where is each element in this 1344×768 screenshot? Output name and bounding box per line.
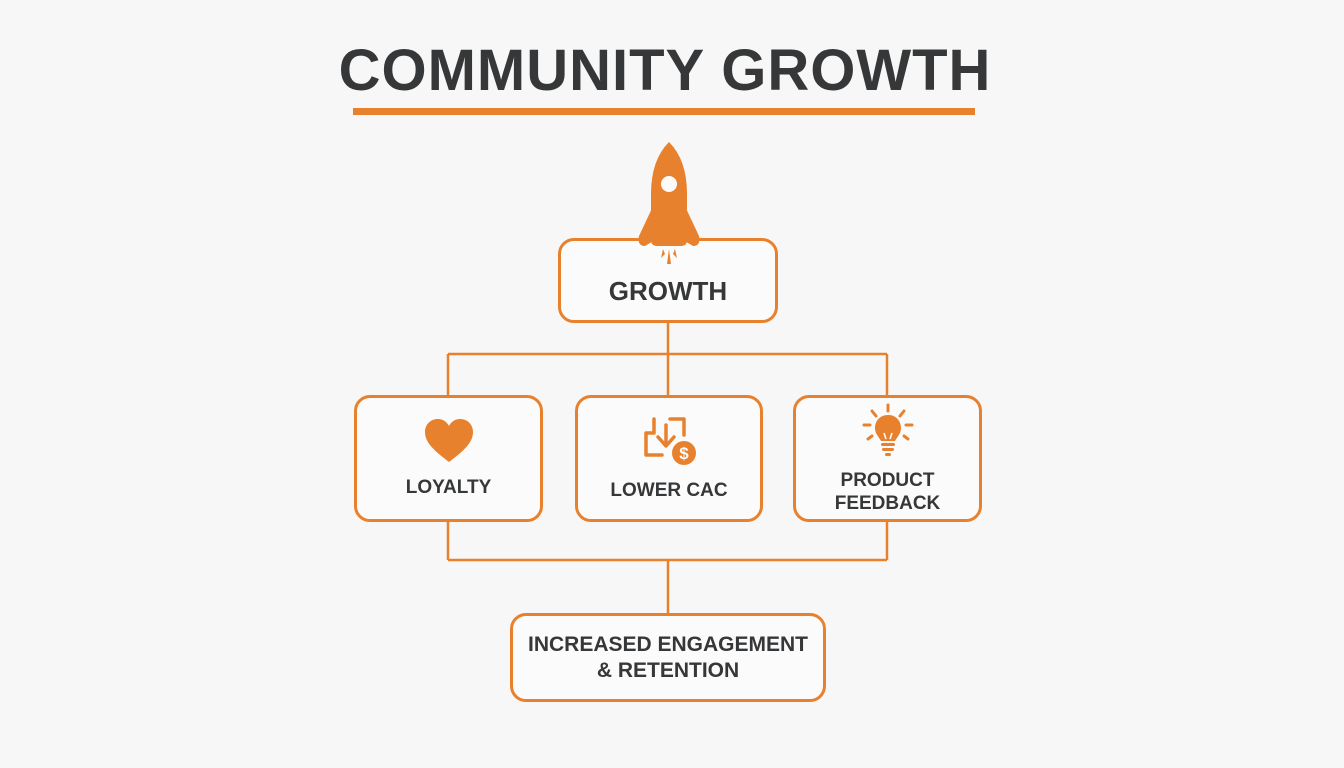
loyalty-node: LOYALTY	[354, 395, 543, 522]
page-title: COMMUNITY GROWTH	[338, 38, 992, 103]
lower-cac-node: $ LOWER CAC	[575, 395, 763, 522]
title-underline	[353, 108, 975, 115]
rocket-icon	[638, 142, 700, 264]
arrow-down-dollar-icon: $	[644, 417, 696, 465]
growth-label: GROWTH	[608, 276, 728, 306]
result-node: INCREASED ENGAGEMENT & RETENTION	[510, 613, 826, 702]
heart-icon	[424, 419, 473, 462]
lightbulb-icon	[862, 403, 913, 456]
loyalty-label: LOYALTY	[405, 477, 492, 498]
growth-node: GROWTH	[558, 238, 778, 323]
svg-text:$: $	[679, 444, 689, 463]
product-feedback-label: PRODUCT FEEDBACK	[834, 469, 941, 514]
result-label: INCREASED ENGAGEMENT & RETENTION	[527, 632, 809, 682]
product-feedback-node: PRODUCT FEEDBACK	[793, 395, 982, 522]
lower-cac-label: LOWER CAC	[610, 480, 728, 501]
